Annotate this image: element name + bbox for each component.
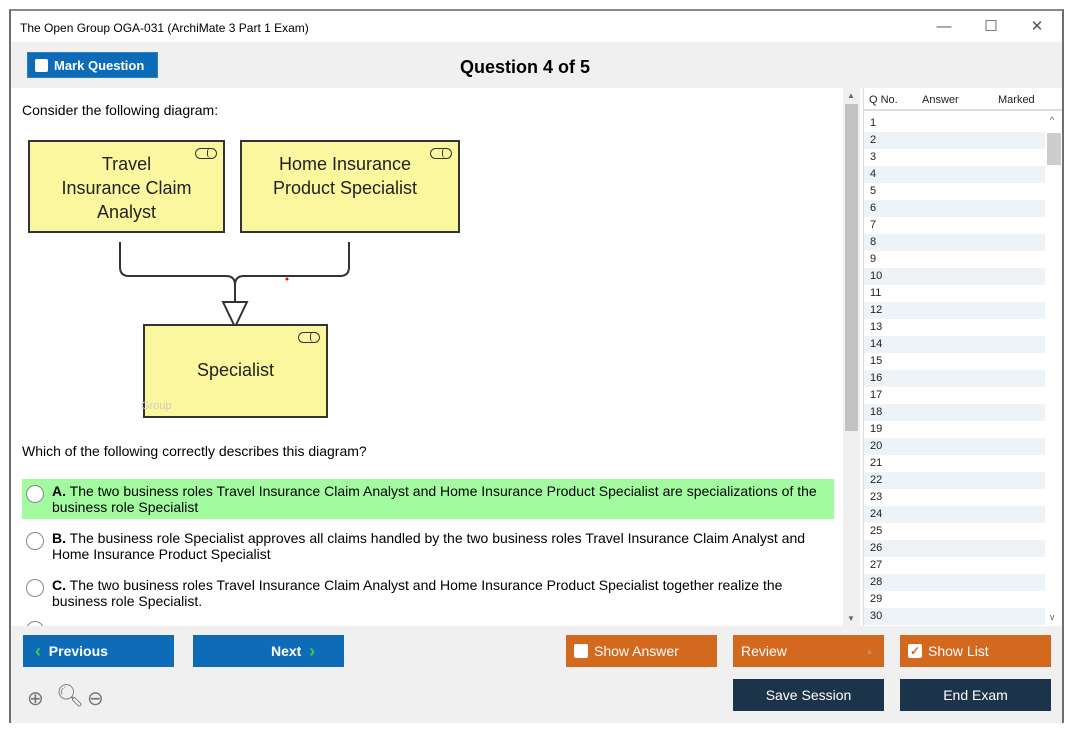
question-list-row[interactable]: 9 bbox=[870, 253, 877, 265]
question-list-row[interactable]: 1 bbox=[870, 117, 877, 129]
app-window: The Open Group OGA-031 (ArchiMate 3 Part… bbox=[9, 9, 1064, 723]
checkbox-icon bbox=[574, 644, 588, 658]
window-title: The Open Group OGA-031 (ArchiMate 3 Part… bbox=[20, 21, 309, 35]
question-list-row[interactable]: 11 bbox=[870, 287, 882, 299]
question-list-row[interactable]: 3 bbox=[870, 151, 877, 163]
specialization-arrowhead bbox=[221, 301, 249, 330]
question-list-row[interactable]: 19 bbox=[870, 423, 883, 435]
question-counter: Question 4 of 5 bbox=[460, 57, 591, 77]
radio-button[interactable] bbox=[26, 485, 44, 503]
close-button[interactable]: ✕ bbox=[1030, 18, 1044, 35]
header-qno[interactable]: Q No. bbox=[869, 94, 898, 106]
mark-question-button[interactable]: Mark Question bbox=[27, 52, 158, 78]
question-list-row[interactable]: 15 bbox=[870, 355, 883, 367]
header-marked[interactable]: Marked bbox=[998, 94, 1035, 106]
caret-up-icon: ▲ bbox=[865, 646, 874, 656]
option-b[interactable]: B. The business role Specialist approves… bbox=[22, 526, 834, 566]
question-list-row[interactable]: 25 bbox=[870, 525, 883, 537]
maximize-button[interactable]: ☐ bbox=[984, 18, 998, 35]
question-list-row[interactable]: 12 bbox=[864, 302, 1045, 319]
question-list-row[interactable]: 26 bbox=[864, 540, 1045, 557]
question-list-row[interactable]: 22 bbox=[864, 472, 1045, 489]
option-c[interactable]: C. The two business roles Travel Insuran… bbox=[22, 573, 834, 613]
question-list-row[interactable]: 6 bbox=[864, 200, 1045, 217]
footer-bar: ‹ Previous Next › Show Answer Review▲ ✓S… bbox=[11, 626, 1062, 723]
question-list-row[interactable]: 20 bbox=[864, 438, 1045, 455]
question-list-row[interactable]: 4 bbox=[864, 166, 1045, 183]
chevron-left-icon: ‹ bbox=[35, 640, 41, 661]
question-list-row[interactable]: 30 bbox=[864, 608, 1045, 625]
role-travel-insurance-claim-analyst: Travel Insurance Claim Analyst bbox=[28, 140, 225, 233]
role-specialist: Specialist Group bbox=[141, 324, 328, 418]
question-list-scrollbar[interactable]: ^ v bbox=[1046, 113, 1062, 624]
question-list-row[interactable]: 10 bbox=[864, 268, 1045, 285]
question-list-row[interactable]: 17 bbox=[870, 389, 883, 401]
question-list-row[interactable]: 8 bbox=[864, 234, 1045, 251]
show-answer-button[interactable]: Show Answer bbox=[566, 635, 717, 667]
radio-button[interactable] bbox=[26, 579, 44, 597]
question-list-row[interactable]: 5 bbox=[870, 185, 877, 197]
business-role-icon bbox=[430, 148, 452, 159]
question-stem: Which of the following correctly describ… bbox=[22, 443, 367, 459]
radio-button[interactable] bbox=[26, 532, 44, 550]
minimize-button[interactable]: — bbox=[936, 18, 952, 35]
question-list-row[interactable]: 18 bbox=[864, 404, 1045, 421]
previous-button[interactable]: ‹ Previous bbox=[23, 635, 174, 667]
zoom-out-icon[interactable]: ⊖ bbox=[87, 688, 104, 710]
toolbar: Mark Question Question 4 of 5 bbox=[11, 42, 1062, 88]
question-area: Consider the following diagram: Travel I… bbox=[11, 88, 843, 626]
question-list-row[interactable]: 24 bbox=[864, 506, 1045, 523]
question-list-row[interactable]: 27 bbox=[870, 559, 883, 571]
question-list-row[interactable]: 23 bbox=[870, 491, 883, 503]
end-exam-button[interactable]: End Exam bbox=[900, 679, 1051, 711]
review-dropdown[interactable]: Review▲ bbox=[733, 635, 884, 667]
question-list-row[interactable]: 29 bbox=[870, 593, 883, 605]
next-button[interactable]: Next › bbox=[193, 635, 344, 667]
question-prompt: Consider the following diagram: bbox=[22, 102, 219, 118]
watermark: Group bbox=[141, 400, 172, 412]
zoom-in-icon[interactable]: ⊕ bbox=[27, 688, 44, 710]
specialization-connectors bbox=[119, 242, 350, 330]
question-list-header: Q No. Answer Marked bbox=[864, 88, 1062, 111]
business-role-icon bbox=[195, 148, 217, 159]
question-list-row[interactable]: 13 bbox=[870, 321, 883, 333]
mark-question-label: Mark Question bbox=[54, 57, 145, 73]
header-answer[interactable]: Answer bbox=[922, 94, 959, 106]
question-list-row[interactable]: 14 bbox=[864, 336, 1045, 353]
business-role-icon bbox=[298, 332, 320, 343]
chevron-right-icon: › bbox=[309, 640, 316, 661]
question-list-row[interactable]: 28 bbox=[864, 574, 1045, 591]
question-list-row[interactable]: 16 bbox=[864, 370, 1045, 387]
show-list-button[interactable]: ✓Show List bbox=[900, 635, 1051, 667]
checkbox-icon bbox=[35, 58, 48, 72]
question-list-row[interactable]: 21 bbox=[870, 457, 883, 469]
option-a[interactable]: A. The two business roles Travel Insuran… bbox=[22, 479, 834, 519]
question-scrollbar[interactable]: ▲▼ bbox=[843, 88, 860, 626]
question-list-row[interactable]: 7 bbox=[870, 219, 877, 231]
role-home-insurance-product-specialist: Home Insurance Product Specialist bbox=[240, 140, 460, 233]
title-bar: The Open Group OGA-031 (ArchiMate 3 Part… bbox=[11, 11, 1062, 42]
zoom-reset-icon[interactable]: 🔍︎ bbox=[56, 683, 84, 708]
checkbox-checked-icon: ✓ bbox=[908, 644, 922, 658]
save-session-button[interactable]: Save Session bbox=[733, 679, 884, 711]
question-list-row[interactable]: 2 bbox=[864, 132, 1045, 149]
